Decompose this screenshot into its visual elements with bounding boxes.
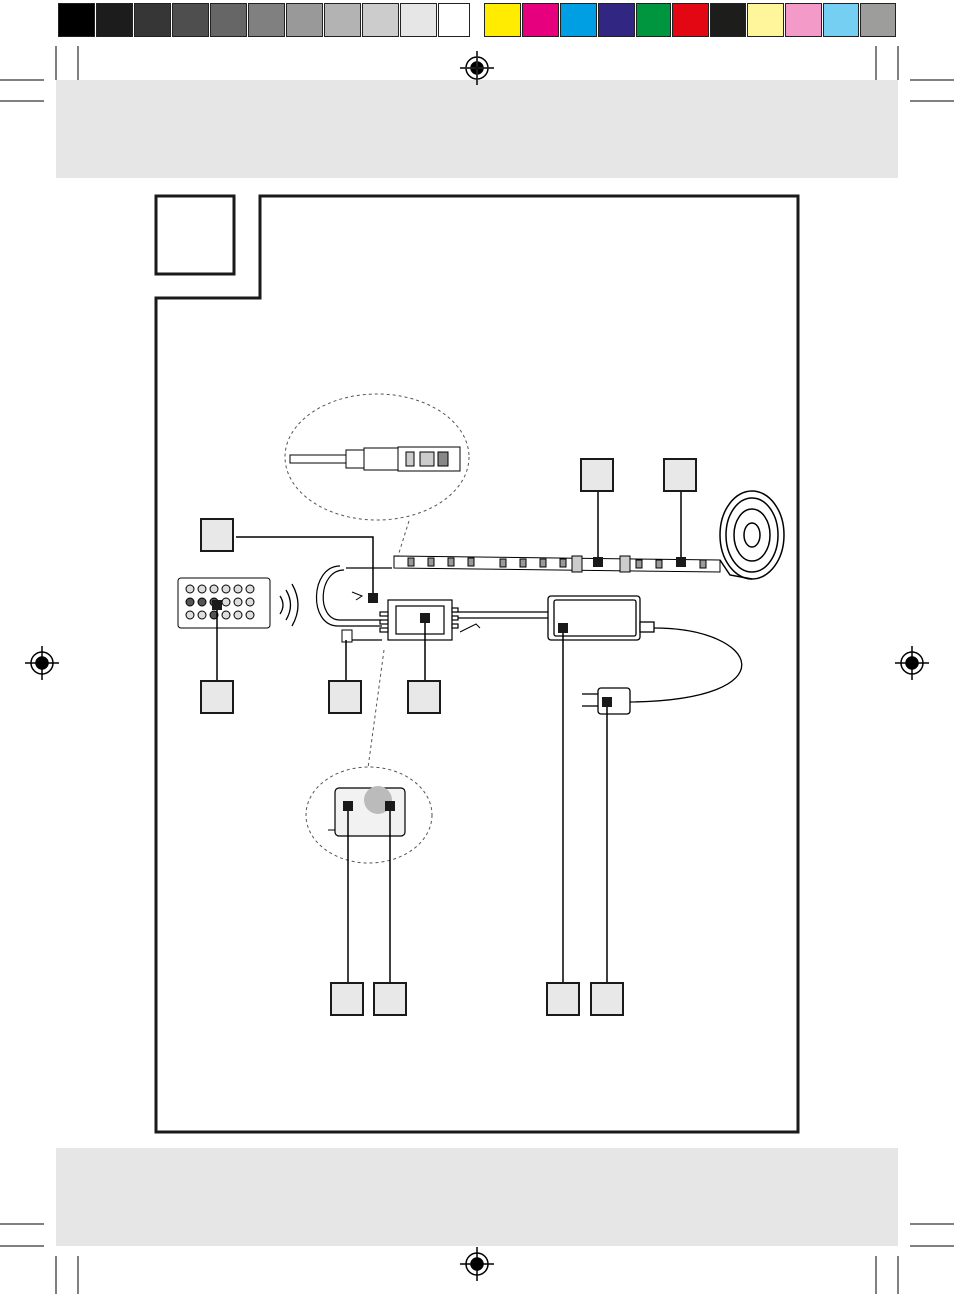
registration-mark [895, 646, 929, 680]
mains-plug-icon [582, 687, 631, 715]
color-swatch [522, 3, 559, 37]
callout-label [200, 680, 234, 714]
grey-swatch [438, 3, 470, 37]
callout-label [330, 982, 364, 1016]
color-swatch [823, 3, 859, 37]
mains-cable [629, 627, 743, 703]
grey-swatch [96, 3, 133, 37]
callout-label [590, 982, 624, 1016]
grey-swatch [324, 3, 361, 37]
grey-swatch [286, 3, 323, 37]
registration-mark [460, 1247, 494, 1281]
callout-label [580, 458, 614, 492]
controller-box-icon [379, 599, 459, 641]
callout-label [200, 518, 234, 552]
wireless-signal-icon [279, 583, 299, 627]
grey-swatch [58, 3, 95, 37]
led-strip [393, 555, 721, 573]
header-band [56, 80, 898, 178]
color-swatch [598, 3, 635, 37]
color-swatch [785, 3, 822, 37]
grey-swatch [362, 3, 399, 37]
figure-frame [154, 194, 800, 1134]
callout-label [546, 982, 580, 1016]
connector-detail-circle [284, 393, 470, 521]
grey-swatch [172, 3, 209, 37]
callout-label [328, 680, 362, 714]
color-swatch [484, 3, 521, 37]
color-swatch [747, 3, 784, 37]
color-swatch [636, 3, 671, 37]
color-swatch [672, 3, 709, 37]
callout-label [407, 680, 441, 714]
led-strip-reel-icon [719, 490, 785, 580]
crop-mark [0, 46, 954, 1294]
grey-swatch [134, 3, 171, 37]
grey-swatch [400, 3, 437, 37]
power-adapter-icon [547, 595, 655, 641]
color-swatch [560, 3, 597, 37]
registration-mark [460, 51, 494, 85]
battery-compartment-icon [328, 786, 406, 837]
remote-control-icon [177, 577, 271, 629]
grey-swatch [210, 3, 247, 37]
color-swatch [860, 3, 896, 37]
grey-swatch [248, 3, 285, 37]
callout-label [373, 982, 407, 1016]
leader-lines [216, 492, 682, 982]
registration-mark [25, 646, 59, 680]
color-swatch [710, 3, 746, 37]
connector-detail [289, 446, 461, 472]
figure-number-box [154, 194, 236, 276]
footer-band [56, 1148, 898, 1246]
battery-detail-circle [305, 766, 433, 864]
callout-label [663, 458, 697, 492]
callout-dots [212, 557, 686, 811]
